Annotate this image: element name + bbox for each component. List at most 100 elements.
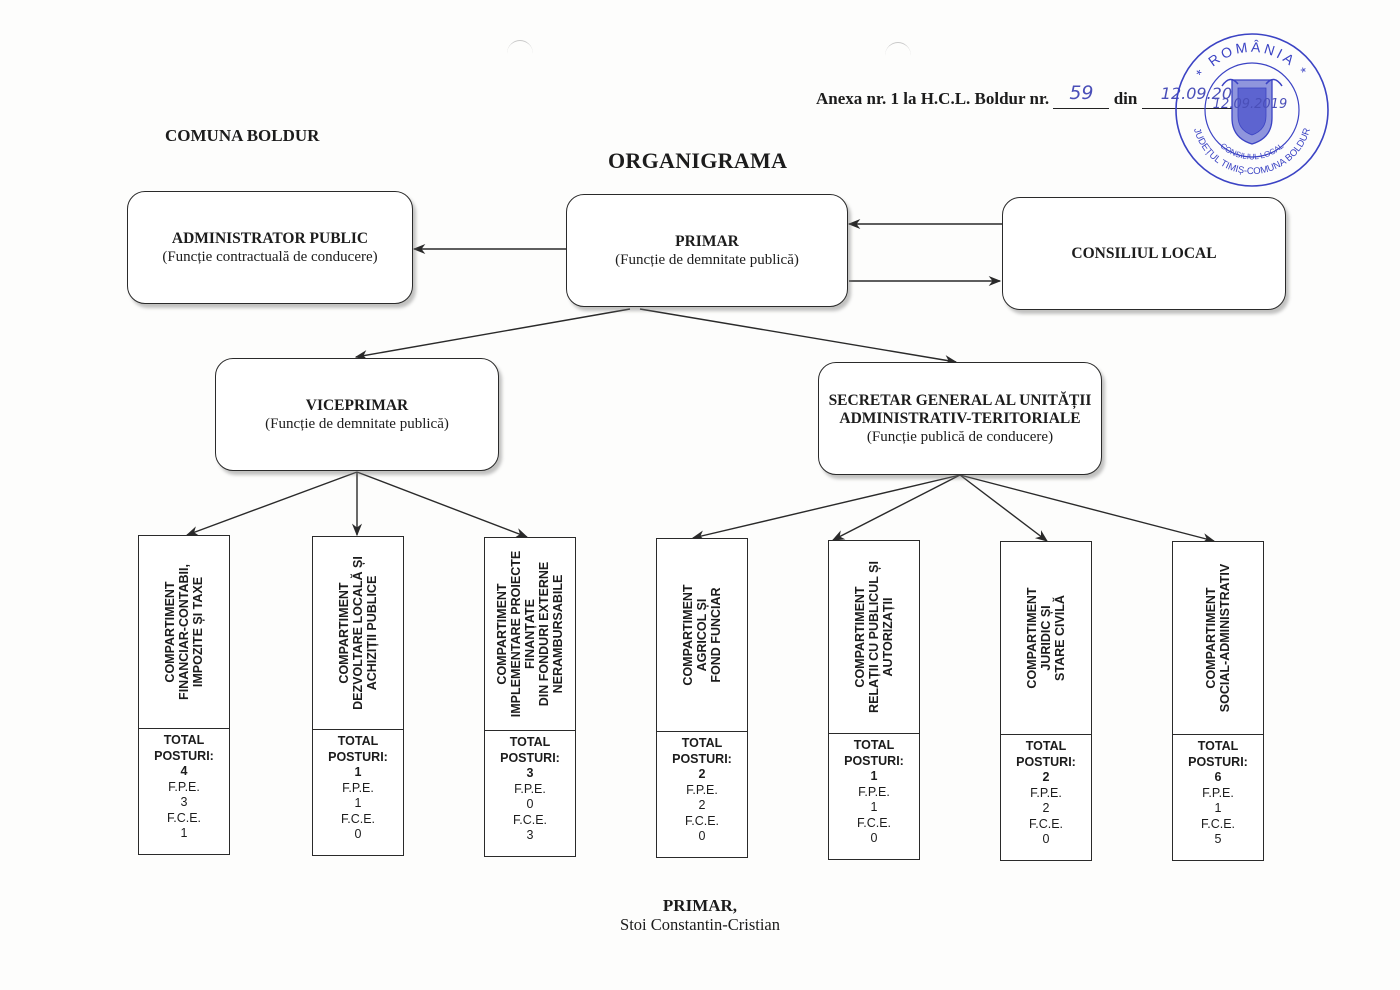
svg-text:* ROMÂNIA *: * ROMÂNIA * xyxy=(1192,39,1311,81)
fpe-label: F.P.E. xyxy=(1030,785,1062,800)
posturi-label: POSTURI: xyxy=(500,750,560,765)
compartment-box: COMPARTIMENT DEZVOLTARE LOCALĂ ȘI ACHIZI… xyxy=(312,536,404,856)
official-stamp: * ROMÂNIA * JUDEȚUL TIMIȘ-COMUNA BOLDUR … xyxy=(1175,33,1329,187)
arrow-secretar-to-comp-7 xyxy=(959,474,1216,544)
date-value: 12.09.2019 xyxy=(1160,84,1253,103)
box-secretar-general: SECRETAR GENERAL AL UNITĂȚII ADMINISTRAT… xyxy=(818,362,1102,475)
compartment-name-cell: COMPARTIMENT RELAȚII CU PUBLICUL ȘI AUTO… xyxy=(829,541,919,734)
primar-subtitle: (Funcție de demnitate publică) xyxy=(615,251,799,268)
total-posts-value: 3 xyxy=(526,766,534,780)
administrator-title: ADMINISTRATOR PUBLIC xyxy=(171,229,369,247)
posturi-label: POSTURI: xyxy=(844,753,904,768)
coat-of-arms-icon xyxy=(1221,78,1283,145)
compartment-name: COMPARTIMENT FINANCIAR-CONTABII, IMPOZIT… xyxy=(163,564,205,700)
fce-value: 3 xyxy=(526,828,534,842)
arrow-secretar-to-comp-6 xyxy=(959,474,1049,542)
stamp-top-text: * ROMÂNIA * xyxy=(1192,39,1308,81)
fpe-label: F.P.E. xyxy=(1202,785,1234,800)
fpe-value: 2 xyxy=(1042,801,1050,815)
fpe-label: F.P.E. xyxy=(686,782,718,797)
compartment-name: COMPARTIMENT AGRICOL ȘI FOND FUNCIAR xyxy=(681,584,723,686)
total-label: TOTAL xyxy=(509,735,551,749)
posturi-label: POSTURI: xyxy=(1188,754,1248,769)
fpe-value: 1 xyxy=(1214,801,1222,815)
decision-number-field: 59 xyxy=(1053,82,1110,109)
total-label: TOTAL xyxy=(853,738,895,752)
compartment-name-cell: COMPARTIMENT JURIDIC ȘI STARE CIVILĂ xyxy=(1001,542,1091,735)
arrow-viceprimar-to-comp-1 xyxy=(185,471,358,536)
fpe-value: 1 xyxy=(870,800,878,814)
box-administrator-public: ADMINISTRATOR PUBLIC (Funcție contractua… xyxy=(127,191,413,304)
compartment-box: COMPARTIMENT AGRICOL ȘI FOND FUNCIAR TOTA… xyxy=(656,538,748,858)
fce-value: 1 xyxy=(180,826,188,840)
decision-number: 59 xyxy=(1069,82,1094,104)
fpe-label: F.P.E. xyxy=(858,784,890,799)
administrator-subtitle: (Funcție contractuală de conducere) xyxy=(162,248,378,265)
compartment-name-cell: COMPARTIMENT FINANCIAR-CONTABII, IMPOZIT… xyxy=(139,536,229,729)
fce-label: F.C.E. xyxy=(684,813,720,828)
compartment-box: COMPARTIMENT RELAȚII CU PUBLICUL ȘI AUTO… xyxy=(828,540,920,860)
total-label: TOTAL xyxy=(1197,739,1239,753)
fce-label: F.C.E. xyxy=(166,810,202,825)
total-posts-value: 1 xyxy=(354,765,362,779)
fpe-value: 0 xyxy=(526,797,534,811)
posturi-label: POSTURI: xyxy=(328,749,388,764)
compartment-name-cell: COMPARTIMENT DEZVOLTARE LOCALĂ ȘI ACHIZI… xyxy=(313,537,403,730)
compartment-box: COMPARTIMENT IMPLEMENTARE PROIECTE FINAN… xyxy=(484,537,576,857)
fpe-value: 1 xyxy=(354,796,362,810)
fpe-value: 3 xyxy=(180,795,188,809)
total-posts-value: 1 xyxy=(870,769,878,783)
fce-label: F.C.E. xyxy=(1028,816,1064,831)
commune-name: COMUNA BOLDUR xyxy=(165,126,320,145)
box-viceprimar: VICEPRIMAR (Funcție de demnitate publică… xyxy=(215,358,499,471)
date-field: 12.09.2019 xyxy=(1141,84,1272,109)
secretar-subtitle: (Funcție publică de conducere) xyxy=(866,428,1054,445)
page-title: ORGANIGRAMA xyxy=(608,148,788,173)
annex-prefix: Anexa nr. 1 la H.C.L. Boldur nr. xyxy=(816,89,1050,108)
total-posts-value: 2 xyxy=(1042,770,1050,784)
compartment-name: COMPARTIMENT JURIDIC ȘI STARE CIVILĂ xyxy=(1025,587,1067,689)
punch-hole-mark xyxy=(885,42,911,69)
total-label: TOTAL xyxy=(681,736,723,750)
arrow-primar-to-secretar xyxy=(639,308,958,366)
viceprimar-title: VICEPRIMAR xyxy=(305,396,409,414)
compartment-name-cell: COMPARTIMENT AGRICOL ȘI FOND FUNCIAR xyxy=(657,539,747,732)
fce-value: 0 xyxy=(354,827,362,841)
stamp-handwritten-date: 12.09.2019 xyxy=(1213,97,1287,112)
fce-label: F.C.E. xyxy=(856,815,892,830)
viceprimar-subtitle: (Funcție de demnitate publică) xyxy=(265,415,449,432)
fce-value: 5 xyxy=(1214,832,1222,846)
arrow-secretar-to-comp-4 xyxy=(691,474,961,541)
compartment-name: COMPARTIMENT RELAȚII CU PUBLICUL ȘI AUTO… xyxy=(853,561,895,713)
arrow-viceprimar-to-comp-3 xyxy=(356,471,529,538)
fce-value: 0 xyxy=(1042,832,1050,846)
compartment-name: COMPARTIMENT IMPLEMENTARE PROIECTE FINAN… xyxy=(495,550,565,718)
fce-label: F.C.E. xyxy=(1200,816,1236,831)
secretar-title-line2: ADMINISTRATIV-TERITORIALE xyxy=(839,409,1081,427)
total-label: TOTAL xyxy=(337,734,379,748)
fce-value: 0 xyxy=(870,831,878,845)
fce-value: 0 xyxy=(698,829,706,843)
fpe-label: F.P.E. xyxy=(168,779,200,794)
total-posts-value: 6 xyxy=(1214,770,1222,784)
posturi-label: POSTURI: xyxy=(1016,754,1076,769)
primar-title: PRIMAR xyxy=(675,232,739,250)
box-consiliul-local: CONSILIUL LOCAL xyxy=(1002,197,1286,310)
fpe-label: F.P.E. xyxy=(342,780,374,795)
arrow-secretar-to-comp-5 xyxy=(831,474,961,541)
compartment-name-cell: COMPARTIMENT IMPLEMENTARE PROIECTE FINAN… xyxy=(485,538,575,731)
fce-label: F.C.E. xyxy=(512,812,548,827)
signature-role: PRIMAR, xyxy=(662,896,738,915)
fpe-value: 2 xyxy=(698,798,706,812)
annex-reference: Anexa nr. 1 la H.C.L. Boldur nr. 59 din … xyxy=(816,82,1272,109)
punch-hole-mark xyxy=(507,40,533,67)
compartment-name: COMPARTIMENT DEZVOLTARE LOCALĂ ȘI ACHIZI… xyxy=(337,556,379,710)
posturi-label: POSTURI: xyxy=(672,751,732,766)
